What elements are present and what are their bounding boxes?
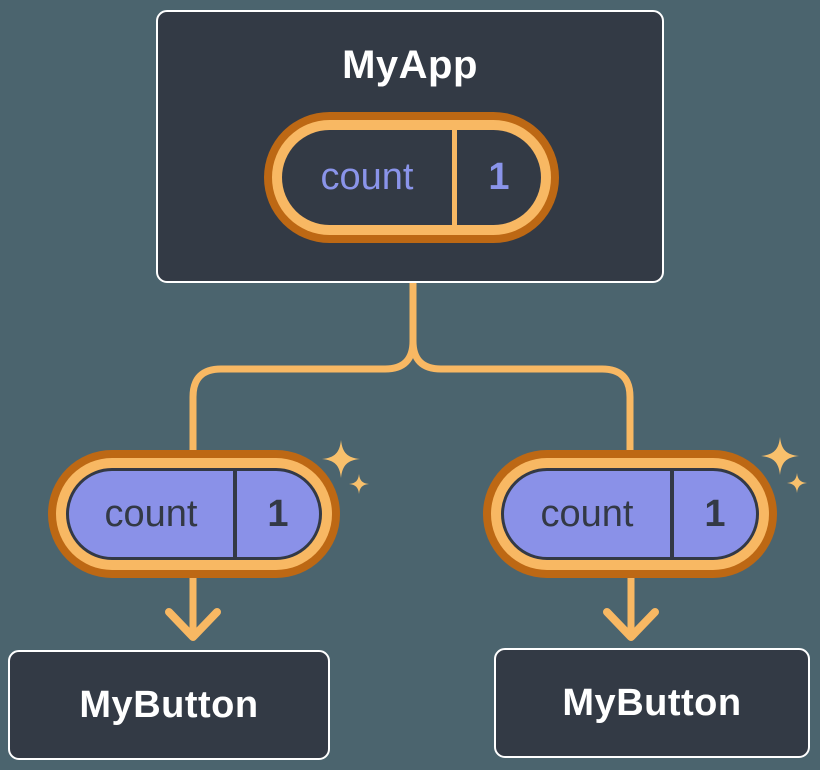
component-node-mybutton-right [494, 648, 810, 758]
component-node-mybutton-left [8, 650, 330, 760]
sparkle-icon [322, 440, 360, 478]
state-pill-ring: count 1 [56, 458, 332, 570]
component-label: MyApp [342, 42, 478, 87]
state-value: 1 [488, 156, 510, 198]
tree-edge-left [189, 282, 417, 455]
state-pill-divider [452, 130, 457, 225]
state-value: 1 [267, 492, 289, 535]
state-name: count [104, 492, 198, 535]
arrow-down-icon [165, 572, 221, 641]
state-value: 1 [704, 492, 726, 535]
state-name: count [540, 492, 634, 535]
component-label: MyButton [79, 683, 259, 726]
sparkle-icon [761, 437, 799, 475]
sparkle-icon [349, 474, 369, 494]
state-pill-ring: count 1 [272, 120, 551, 235]
state-pill-divider [233, 471, 237, 557]
component-label: MyButton [562, 681, 742, 724]
state-pill-divider [670, 471, 674, 557]
state-pill-ring: count 1 [491, 458, 769, 570]
state-name: count [320, 156, 414, 198]
sparkle-icon [787, 473, 807, 493]
state-pill: count 1 [48, 450, 340, 578]
state-pill: count 1 [264, 112, 559, 243]
arrow-down-icon [603, 572, 659, 641]
state-pill: count 1 [483, 450, 777, 578]
tree-edge-right [409, 282, 634, 455]
